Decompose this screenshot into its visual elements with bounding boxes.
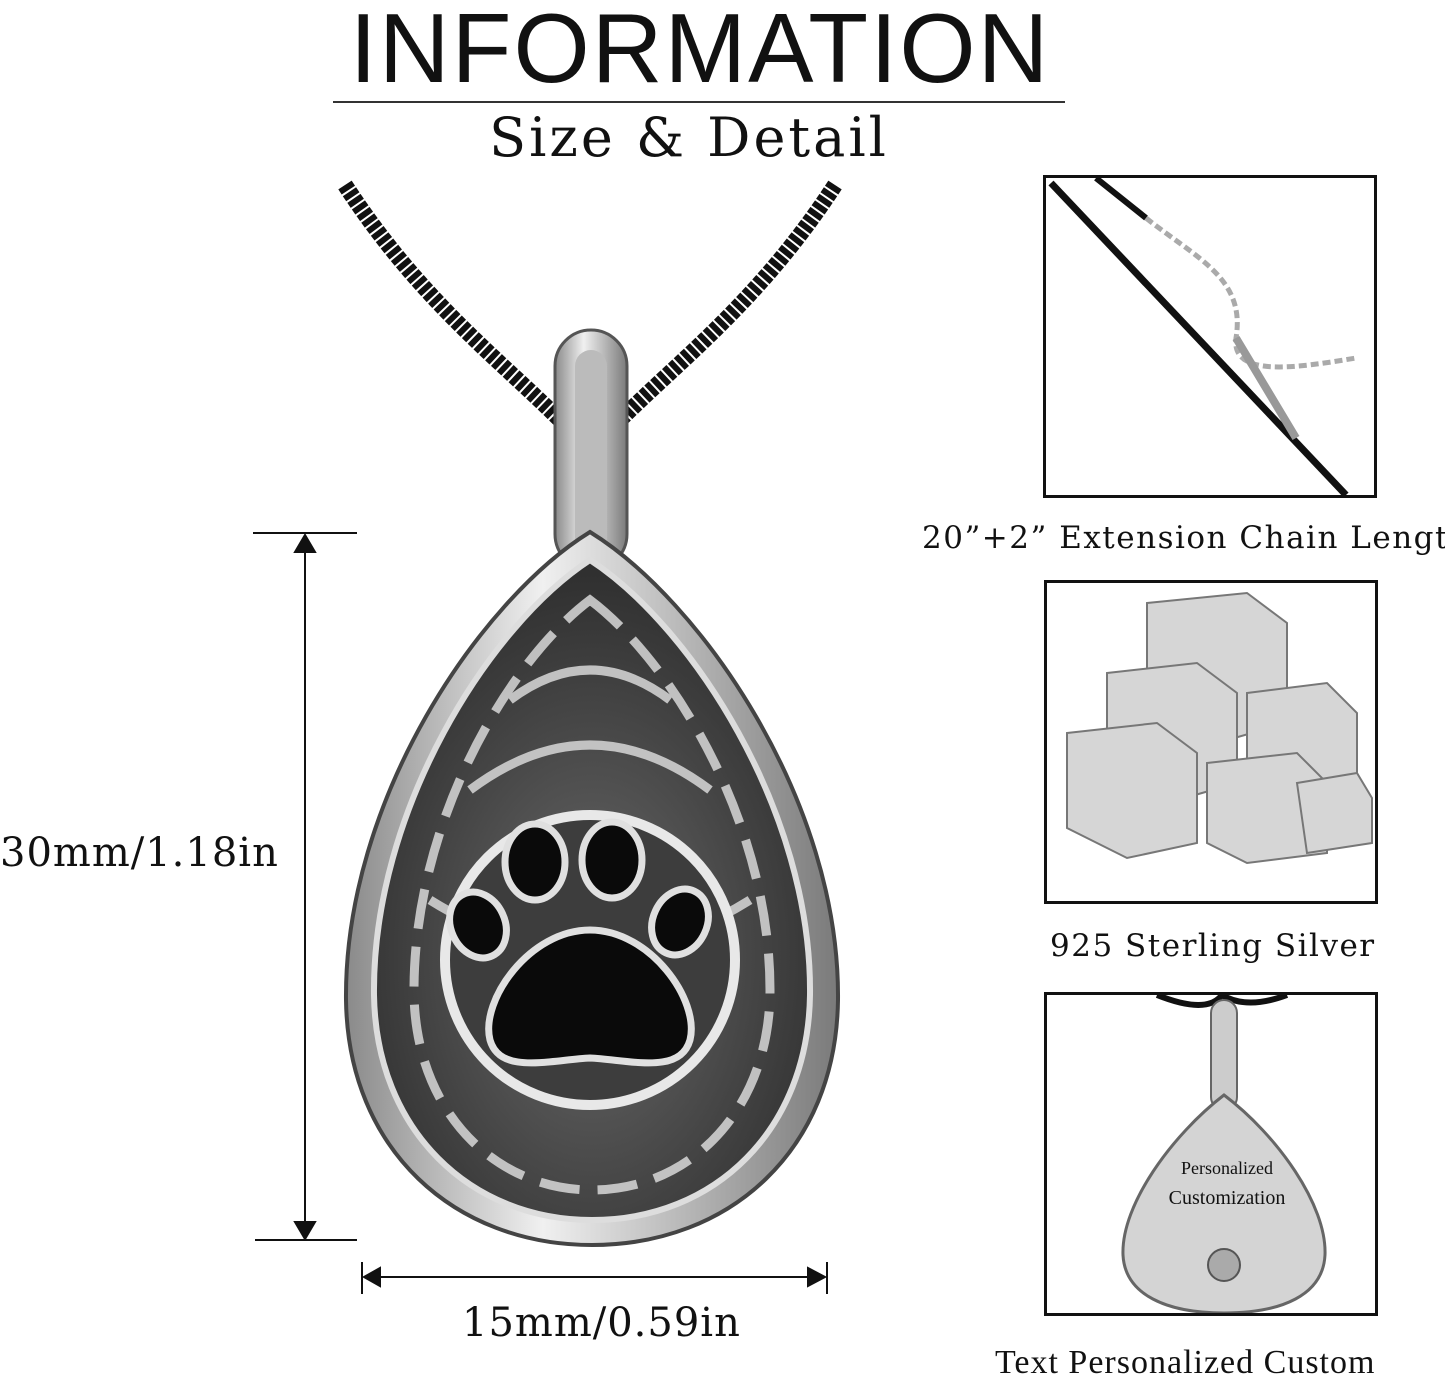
paw-pendant-image (253, 180, 842, 1294)
engraving-line-1: Personalized (1181, 1158, 1273, 1178)
engraving-line-2: Customization (1168, 1187, 1286, 1209)
chain-extension-image (1043, 175, 1377, 498)
personalization-caption: Text Personalized Custom (995, 1344, 1376, 1381)
engraved-pendant-back-image: Personalized Customization (1044, 992, 1378, 1316)
title-divider (333, 101, 1065, 103)
width-label: 15mm/0.59in (462, 1300, 741, 1346)
width-dimension-line (361, 1262, 828, 1294)
page-subtitle: Size & Detail (489, 106, 889, 169)
silver-bars-image (1044, 580, 1378, 904)
page-title: INFORMATION (349, 0, 1051, 103)
height-dimension-line (253, 532, 357, 1241)
height-label: 30mm/1.18in (0, 830, 279, 876)
material-caption: 925 Sterling Silver (1050, 928, 1376, 964)
chain-length-caption: 20”+2” Extension Chain Length (922, 520, 1445, 556)
